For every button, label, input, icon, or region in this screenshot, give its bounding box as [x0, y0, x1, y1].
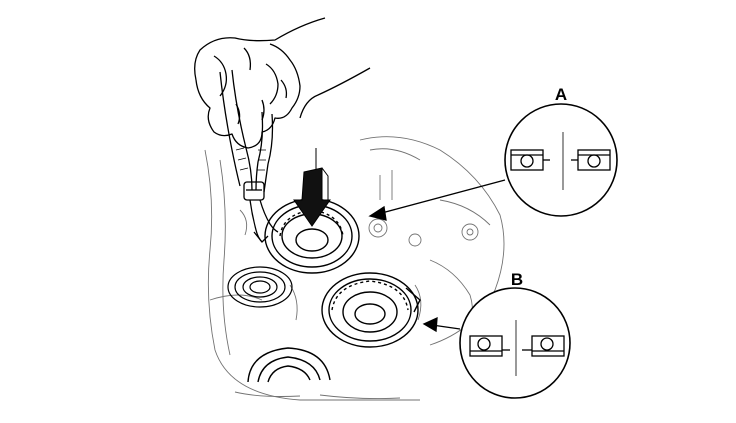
bearing-lower [321, 272, 421, 348]
callout-a: A [504, 85, 618, 217]
callout-b-label: B [511, 270, 523, 289]
callout-a-label: A [555, 85, 567, 104]
bearing-small-left [227, 266, 293, 308]
callout-a-circle [504, 103, 618, 217]
callout-b-circle [459, 287, 571, 399]
callout-b: B [459, 270, 571, 399]
transmission-case [204, 136, 505, 401]
press-direction-arrow [293, 148, 331, 227]
bearing-cross-section-b [469, 320, 565, 376]
bearing-bottom [247, 347, 331, 383]
hand-with-pliers [194, 17, 371, 243]
arrow-b [422, 316, 461, 333]
arrow-a [368, 179, 506, 221]
bearing-cross-section-a [510, 132, 611, 190]
